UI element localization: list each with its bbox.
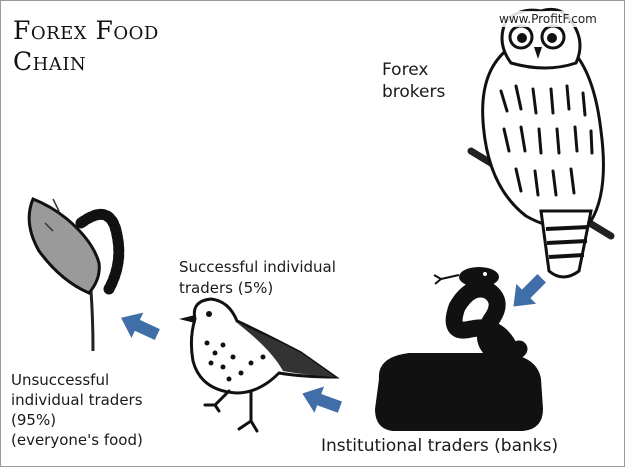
unsuccessful-traders-label: Unsuccessful individual traders (95%) (e…: [11, 370, 143, 450]
title-line-1: Forex Food: [13, 16, 159, 45]
caterpillar-leaf-icon: [27, 197, 125, 352]
successful-label-line-1: Successful individual: [179, 258, 336, 276]
brokers-label: Forex brokers: [382, 59, 445, 103]
brokers-label-line-2: brokers: [382, 82, 446, 102]
successful-label-line-2: traders (5%): [179, 279, 274, 297]
arrow-successful-to-unsuccessful: [121, 312, 160, 341]
unsuccessful-label-line-3: (95%): [11, 411, 57, 429]
unsuccessful-label-line-2: individual traders: [11, 391, 143, 409]
snake-icon: [375, 267, 543, 431]
diagram-title: Forex Food Chain: [13, 15, 159, 77]
owl-icon: [467, 7, 615, 279]
arrow-institutional-to-successful: [302, 386, 342, 413]
unsuccessful-label-line-4: (everyone's food): [11, 431, 143, 449]
successful-traders-label: Successful individual traders (5%): [179, 257, 336, 299]
unsuccessful-label-line-1: Unsuccessful: [11, 371, 110, 389]
title-line-2: Chain: [13, 47, 87, 76]
arrow-brokers-to-institutional: [513, 274, 546, 307]
chain-arrows: [121, 274, 546, 413]
bird-icon: [179, 297, 340, 433]
institutional-traders-label: Institutional traders (banks): [321, 436, 559, 456]
brokers-label-line-1: Forex: [382, 60, 429, 80]
site-watermark: www.ProfitF.com: [493, 11, 603, 27]
